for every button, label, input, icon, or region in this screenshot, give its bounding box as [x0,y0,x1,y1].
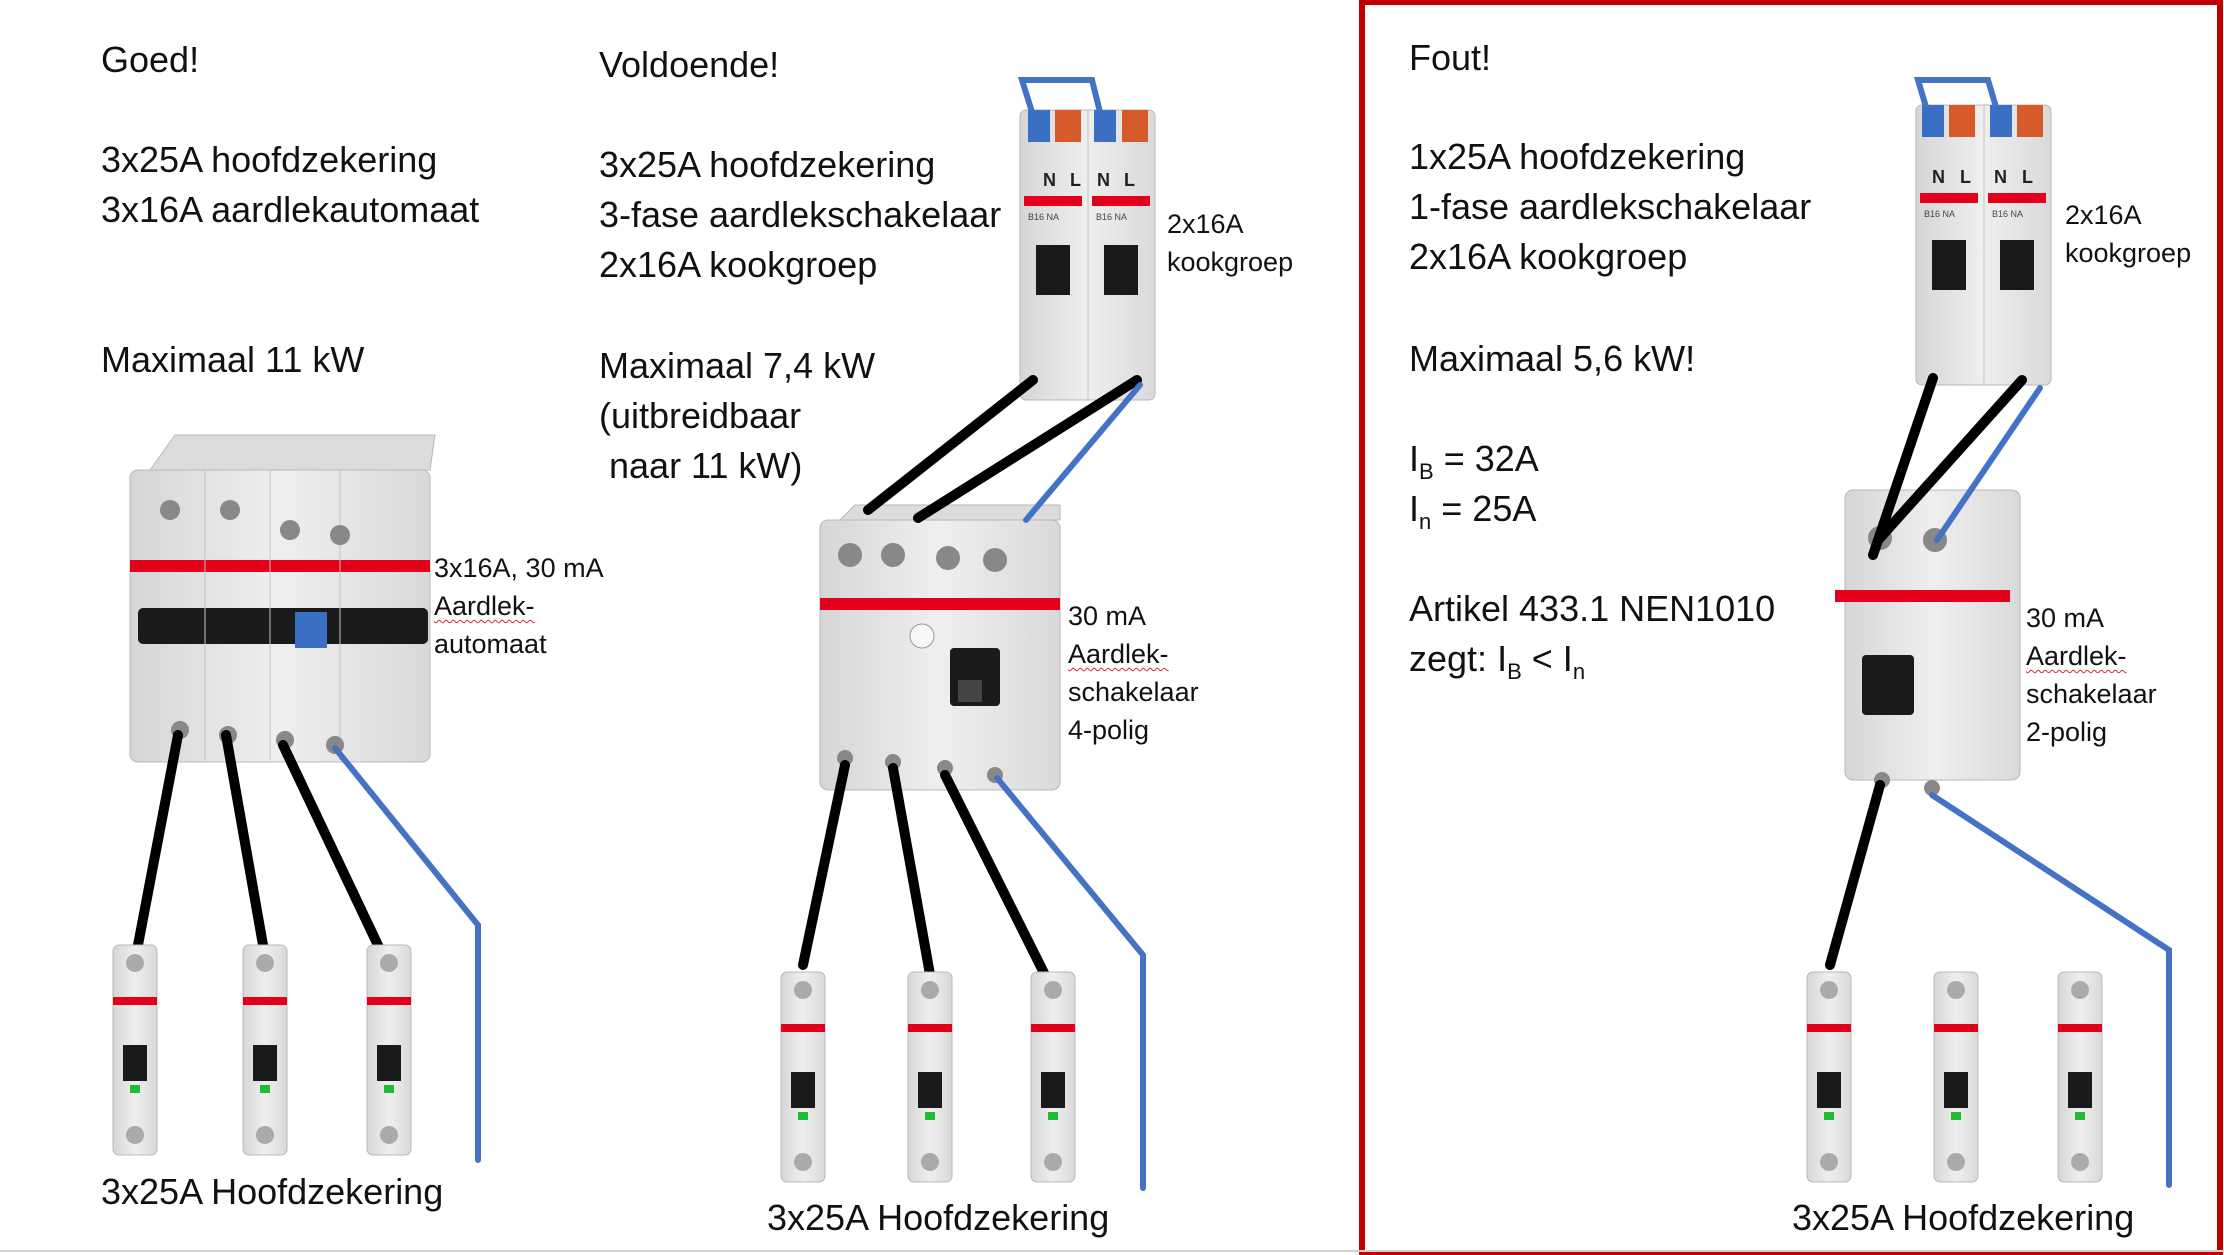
terminal-n-label: N [1097,170,1110,190]
breaker-rating-text: B16 NA [1096,212,1127,222]
panel-1-device-label-line-3: automaat [434,629,547,659]
panel-3-bottom-label: 3x25A Hoofdzekering [1792,1197,2135,1238]
panel-3-device-label-line-1: 30 mA [2026,603,2105,633]
panel-2-wires [798,375,1146,1191]
panel-3-spec-line-2: 1-fase aardlekschakelaar [1409,186,1812,227]
bottom-divider [0,1250,2224,1252]
panel-2-device-label-line-2: Aardlek- [1068,639,1169,669]
panel-3-spec-line-3: 2x16A kookgroep [1409,236,1688,277]
panel-1-device-label-line-2: Aardlek- [434,591,535,621]
panel-3-device-label-line-4: 2-polig [2026,717,2108,747]
panel-3-rule: zegt: IB < In [1409,638,1586,685]
panel-3-main-fuses [1806,971,2103,1183]
main-fuse-1 [112,944,158,1156]
rccb-2pole-device [1835,489,2021,796]
panel-2-group-label-line-1: 2x16A [1167,209,1244,239]
panel-3-in-line: In = 25A [1409,488,1537,535]
panel-1-device-label-line-1: 3x16A, 30 mA [434,553,604,583]
panel-2-heading: Voldoende! [599,44,780,85]
panel-2-device-label-line-4: 4-polig [1068,715,1150,745]
panel-3-ib-line: IB = 32A [1409,438,1539,485]
breaker-rating-text: B16 NA [1028,212,1059,222]
panel-2-max-power-line-3: naar 11 kW) [599,445,803,486]
panel-2-cooking-group-breaker: N L N L B16 NA B16 NA [1019,109,1156,401]
panel-3-group-label-line-1: 2x16A [2065,200,2142,230]
panel-3-device-label-line-2: Aardlek- [2026,641,2127,671]
terminal-l-label: L [1124,170,1135,190]
panel-2-blue-bridge [1017,77,1103,113]
panel-1-max-power: Maximaal 11 kW [101,339,365,380]
panel-2-group-label-line-2: kookgroep [1167,247,1294,277]
panel-3-wires [1825,373,2172,1188]
panel-1-heading: Goed! [101,39,200,80]
breaker-rating-text: B16 NA [1924,209,1955,219]
panel-3-max-power: Maximaal 5,6 kW! [1409,338,1696,379]
main-fuse-2 [1933,971,1979,1183]
terminal-n-label: N [1932,167,1945,187]
main-fuse-1 [780,971,826,1183]
main-fuse-2 [907,971,953,1183]
panel-3-heading: Fout! [1409,37,1492,78]
rccb-4pole-device [819,504,1061,791]
panel-2-main-fuses [780,971,1076,1183]
panel-3-article: Artikel 433.1 NEN1010 [1409,588,1776,629]
panel-1-spec-line-1: 3x25A hoofdzekering [101,139,438,180]
panel-2-max-power-line-1: Maximaal 7,4 kW [599,345,876,386]
panel-2-spec-line-2: 3-fase aardlekschakelaar [599,194,1002,235]
panel-1-wires [133,730,481,1163]
panel-1-spec-line-2: 3x16A aardlekautomaat [101,189,480,230]
main-fuse-2 [242,944,288,1156]
panel-2-spec-line-1: 3x25A hoofdzekering [599,144,936,185]
panel-2-spec-line-3: 2x16A kookgroep [599,244,878,285]
panel-3-spec-line-1: 1x25A hoofdzekering [1409,136,1746,177]
main-fuse-3 [1030,971,1076,1183]
main-fuse-3 [366,944,412,1156]
terminal-n-label: N [1043,170,1056,190]
error-panel-frame [1359,0,2223,1255]
terminal-l-label: L [1070,170,1081,190]
breaker-rating-text: B16 NA [1992,209,2023,219]
rcbo-4pole-device [129,434,436,763]
panel-3-cooking-group-breaker: N L N L B16 NA B16 NA [1915,104,2052,386]
panel-2-device-label-line-3: schakelaar [1068,677,1199,707]
panel-3-device-label-line-3: schakelaar [2026,679,2157,709]
panel-2-device-label-line-1: 30 mA [1068,601,1147,631]
main-fuse-1 [1806,971,1852,1183]
main-fuse-3 [2057,971,2103,1183]
terminal-n-label: N [1994,167,2007,187]
terminal-l-label: L [2022,167,2033,187]
panel-2-max-power-line-2: (uitbreidbaar [599,395,802,436]
panel-1-main-fuses [112,944,412,1156]
panel-3-blue-bridge [1913,77,1999,108]
panel-2-bottom-label: 3x25A Hoofdzekering [767,1197,1110,1238]
terminal-l-label: L [1960,167,1971,187]
panel-1-bottom-label: 3x25A Hoofdzekering [101,1171,444,1212]
panel-3-group-label-line-2: kookgroep [2065,238,2192,268]
